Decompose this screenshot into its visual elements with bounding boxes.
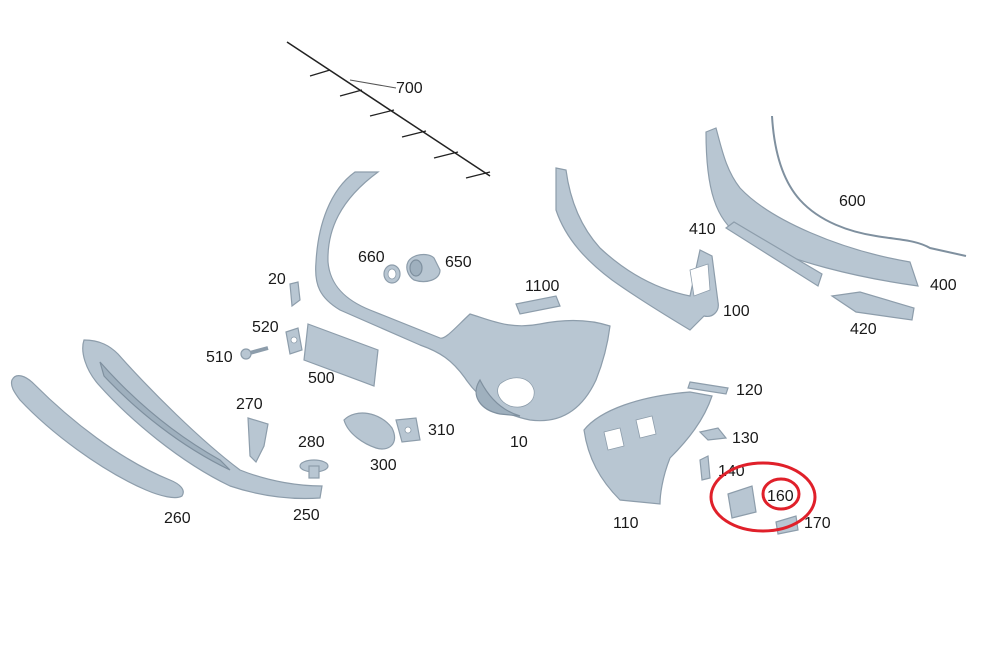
label-250: 250: [293, 507, 320, 524]
label-510: 510: [206, 349, 233, 366]
part-10-bumper-cover[interactable]: [315, 171, 611, 422]
part-1100-bracket[interactable]: [515, 295, 561, 315]
label-280: 280: [298, 434, 325, 451]
label-410: 410: [689, 221, 716, 238]
label-120: 120: [736, 382, 763, 399]
label-160: 160: [767, 488, 794, 505]
part-410-foam-strip[interactable]: [724, 221, 823, 287]
label-1100: 1100: [525, 278, 560, 295]
label-650: 650: [445, 254, 472, 271]
part-400-impact-absorber[interactable]: [705, 127, 919, 287]
label-310: 310: [428, 422, 455, 439]
label-100: 100: [723, 303, 750, 320]
label-20: 20: [268, 271, 286, 288]
label-520: 520: [252, 319, 279, 336]
label-300: 300: [370, 457, 397, 474]
label-10: 10: [510, 434, 528, 451]
part-120-strip[interactable]: [687, 381, 729, 395]
part-140-pin[interactable]: [699, 455, 711, 481]
part-520-holder[interactable]: [285, 327, 303, 355]
part-700-clip-strip[interactable]: [286, 41, 491, 179]
label-500: 500: [308, 370, 335, 387]
label-600: 600: [839, 193, 866, 210]
label-700: 700: [396, 80, 423, 97]
label-130: 130: [732, 430, 759, 447]
label-260: 260: [164, 510, 191, 527]
part-420-guide[interactable]: [830, 291, 915, 321]
label-270: 270: [236, 396, 263, 413]
label-660: 660: [358, 249, 385, 266]
part-650-parking-sensor[interactable]: [406, 253, 441, 283]
part-160-cover[interactable]: [727, 485, 757, 519]
label-400: 400: [930, 277, 957, 294]
part-410-support-frame[interactable]: [555, 167, 719, 331]
highlight-annotation: [709, 461, 817, 533]
part-130-clip[interactable]: [698, 427, 728, 441]
label-110: 110: [613, 515, 639, 532]
part-660-sensor-ring[interactable]: [383, 264, 401, 284]
part-110-side-bracket[interactable]: [583, 391, 713, 505]
label-170: 170: [804, 515, 831, 532]
part-270-bracket[interactable]: [247, 417, 269, 464]
part-500-license-plate-holder[interactable]: [303, 323, 379, 387]
part-20-bracket[interactable]: [289, 281, 301, 308]
part-280-fastener[interactable]: [299, 459, 329, 479]
label-420: 420: [850, 321, 877, 338]
part-600-wiring-harness[interactable]: [771, 115, 967, 257]
part-300-grille-insert[interactable]: [343, 412, 396, 450]
part-310-holder[interactable]: [395, 417, 421, 443]
part-510-screw[interactable]: [240, 346, 269, 360]
part-250-lower-grille[interactable]: [82, 339, 323, 500]
part-260-trim-frame[interactable]: [10, 375, 184, 499]
